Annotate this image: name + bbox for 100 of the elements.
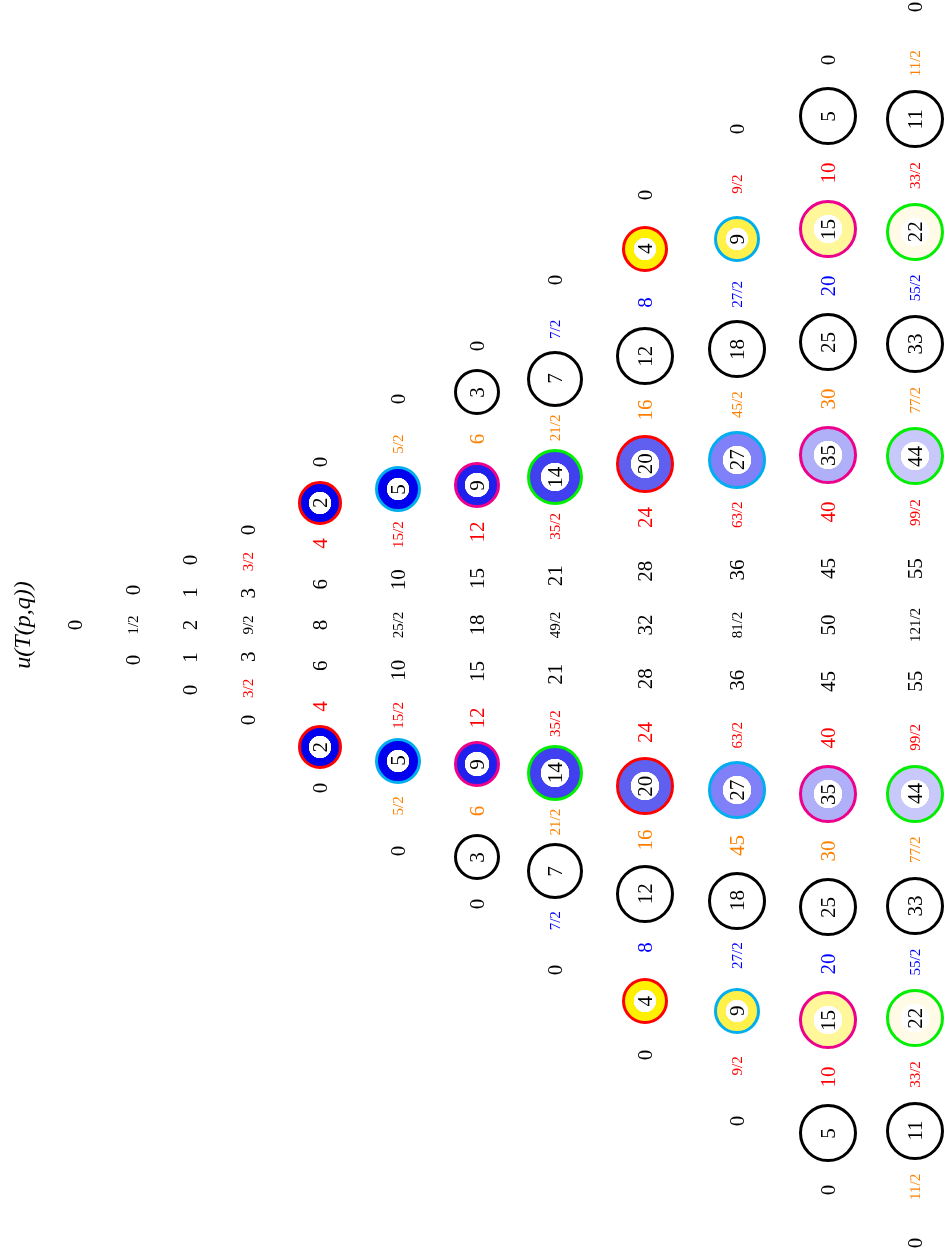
number-label: 30	[817, 388, 839, 410]
number-label: 0	[122, 654, 144, 666]
number-label: 35/2	[547, 513, 563, 540]
number-label: 0	[237, 714, 259, 726]
number-label: 1/2	[125, 615, 141, 635]
number-label: 40	[817, 727, 839, 749]
number-label: 55	[904, 558, 926, 580]
number-label: 27/2	[729, 281, 745, 308]
number-label: 8	[634, 942, 656, 953]
number-label: 0	[726, 123, 748, 135]
circled-number: 35	[799, 765, 857, 824]
number-label: 0	[122, 584, 144, 596]
number-label: 35/2	[547, 710, 563, 737]
number-label: 8	[309, 619, 331, 631]
number-label: 0	[179, 684, 201, 696]
number-label: 30	[817, 840, 839, 862]
number-label: 28	[634, 560, 656, 582]
number-label: 8	[634, 297, 656, 308]
number-label: 0	[817, 1184, 839, 1196]
circled-number: 14	[527, 744, 583, 801]
number-label: 1	[179, 587, 201, 598]
number-label: 21/2	[547, 808, 563, 836]
circled-number: 22	[886, 989, 944, 1048]
circled-number: 14	[527, 449, 583, 506]
number-label: 3/2	[240, 552, 256, 572]
number-label: 28	[634, 668, 656, 690]
number-label: 4	[309, 701, 331, 712]
circled-number: 9	[714, 216, 760, 263]
number-label: 99/2	[907, 499, 923, 526]
circled-number: 9	[454, 741, 500, 788]
number-label: 55/2	[907, 274, 923, 302]
circled-number: 2	[298, 480, 342, 525]
number-label: 99/2	[907, 724, 923, 751]
number-label: 0	[544, 274, 566, 286]
circled-number: 25	[799, 878, 857, 937]
number-label: 10	[817, 162, 839, 184]
circled-number: 12	[616, 327, 674, 386]
circled-number: 12	[616, 864, 674, 923]
circled-number: 44	[886, 427, 944, 486]
number-label: 33/2	[907, 162, 923, 189]
number-label: 45	[726, 834, 748, 856]
circled-number: 2	[298, 725, 342, 770]
circled-number: 4	[622, 225, 668, 272]
number-label: 9/2	[729, 1056, 745, 1076]
number-label: 0	[904, 1, 926, 13]
circled-number: 18	[708, 871, 766, 930]
number-label: 40	[817, 501, 839, 523]
circled-number: 22	[886, 202, 944, 261]
circled-number: 5	[375, 466, 421, 513]
number-label: 6	[466, 433, 488, 445]
number-label: 20	[817, 275, 839, 297]
number-label: 21	[544, 565, 566, 587]
number-label: 16	[634, 829, 656, 851]
number-label: 1	[179, 652, 201, 663]
number-label: 55	[904, 670, 926, 692]
number-label: 45	[817, 671, 839, 692]
number-label: 121/2	[907, 607, 923, 643]
circled-number: 15	[799, 200, 857, 259]
number-label: 0	[387, 393, 409, 405]
number-label: 2	[179, 619, 201, 631]
number-label: 45/2	[729, 391, 745, 418]
number-label: 0	[817, 54, 839, 66]
number-label: 12	[466, 521, 488, 543]
circled-number: 25	[799, 313, 857, 372]
circled-number: 5	[375, 737, 421, 784]
number-label: 10	[387, 659, 409, 681]
number-label: 7/2	[547, 911, 563, 931]
circled-number: 3	[454, 834, 500, 881]
circled-number: 3	[454, 369, 500, 416]
number-label: 55/2	[907, 948, 923, 976]
number-label: 15	[466, 568, 488, 589]
number-label: 45	[817, 558, 839, 579]
circled-number: 15	[799, 991, 857, 1050]
circled-number: 33	[886, 315, 944, 374]
number-label: 24	[634, 722, 656, 743]
circled-number: 20	[616, 434, 674, 493]
number-label: 21	[544, 663, 566, 685]
number-label: 11/2	[907, 50, 923, 77]
circled-number: 9	[454, 462, 500, 509]
number-label: 6	[466, 805, 488, 817]
circled-number: 5	[799, 87, 857, 146]
number-label: 3/2	[240, 678, 256, 698]
number-label: 24	[634, 507, 656, 528]
number-label: 0	[634, 189, 656, 201]
circled-number: 35	[799, 426, 857, 485]
number-label: 4	[309, 538, 331, 549]
number-label: 10	[387, 569, 409, 591]
number-label: 0	[237, 524, 259, 536]
number-label: 15	[466, 661, 488, 682]
number-label: 32	[634, 614, 656, 636]
number-label: 10	[817, 1066, 839, 1088]
title-text: u(T(p,q))	[10, 581, 34, 669]
number-label: 15/2	[390, 521, 406, 548]
number-label: 7/2	[547, 319, 563, 339]
number-label: 0	[466, 898, 488, 910]
number-label: 49/2	[547, 611, 563, 639]
number-label: 27/2	[729, 942, 745, 969]
number-label: 0	[309, 456, 331, 468]
number-label: 0	[387, 845, 409, 857]
circled-number: 11	[886, 1101, 944, 1160]
